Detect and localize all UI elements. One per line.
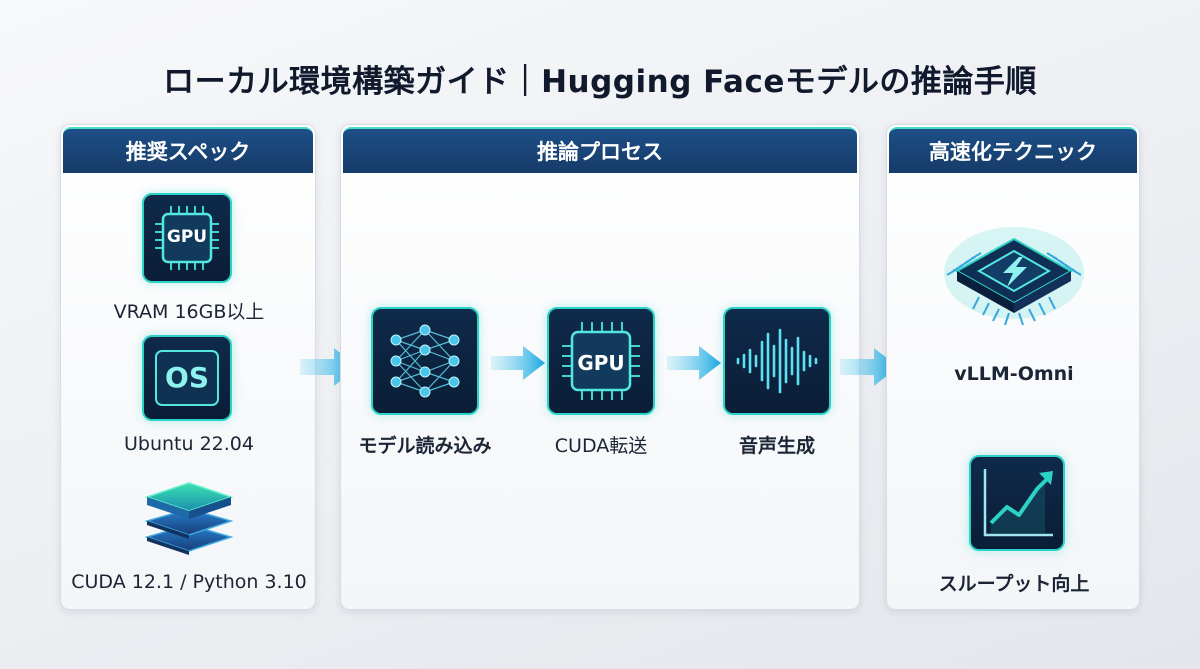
process-panel-header: 推論プロセス [343, 127, 857, 173]
specs-panel: 推奨スペック GPU VRAM 16GB以上 OS Ubuntu 22.04 [60, 124, 316, 610]
neural-network-icon [371, 307, 479, 415]
os-icon-text: OS [165, 361, 209, 394]
stacked-layers-icon [141, 475, 237, 557]
flow-arrow-3 [667, 343, 723, 387]
step-transfer-label: CUDA転送 [554, 435, 648, 457]
process-panel: 推論プロセス モデル読み込み [340, 124, 860, 610]
flow-arrow-2 [491, 343, 547, 387]
gpu-chip-icon: GPU [142, 193, 232, 283]
rising-chart-icon [969, 455, 1065, 551]
spec-vram-label: VRAM 16GB以上 [113, 301, 265, 323]
lightning-chip-icon [939, 217, 1089, 335]
speed-panel: 高速化テクニック vLLM-Omni スループット向上 [886, 124, 1140, 610]
os-icon: OS [142, 335, 232, 421]
specs-panel-header: 推奨スペック [63, 127, 313, 173]
spec-os-label: Ubuntu 22.04 [124, 433, 254, 455]
waveform-icon [723, 307, 831, 415]
spec-cuda-label: CUDA 12.1 / Python 3.10 [71, 571, 307, 593]
flow-arrow-4 [840, 344, 900, 394]
page-title: ローカル環境構築ガイド｜Hugging Faceモデルの推論手順 [163, 64, 1037, 100]
throughput-label: スループット向上 [938, 573, 1090, 595]
gpu-transfer-text: GPU [577, 351, 625, 375]
vllm-omni-label: vLLM-Omni [954, 363, 1074, 385]
step-voice-label: 音声生成 [738, 435, 815, 457]
gpu-transfer-icon: GPU [547, 307, 655, 415]
gpu-chip-label: GPU [166, 227, 208, 247]
speed-panel-header: 高速化テクニック [889, 127, 1137, 173]
step-load-label: モデル読み込み [358, 435, 492, 457]
